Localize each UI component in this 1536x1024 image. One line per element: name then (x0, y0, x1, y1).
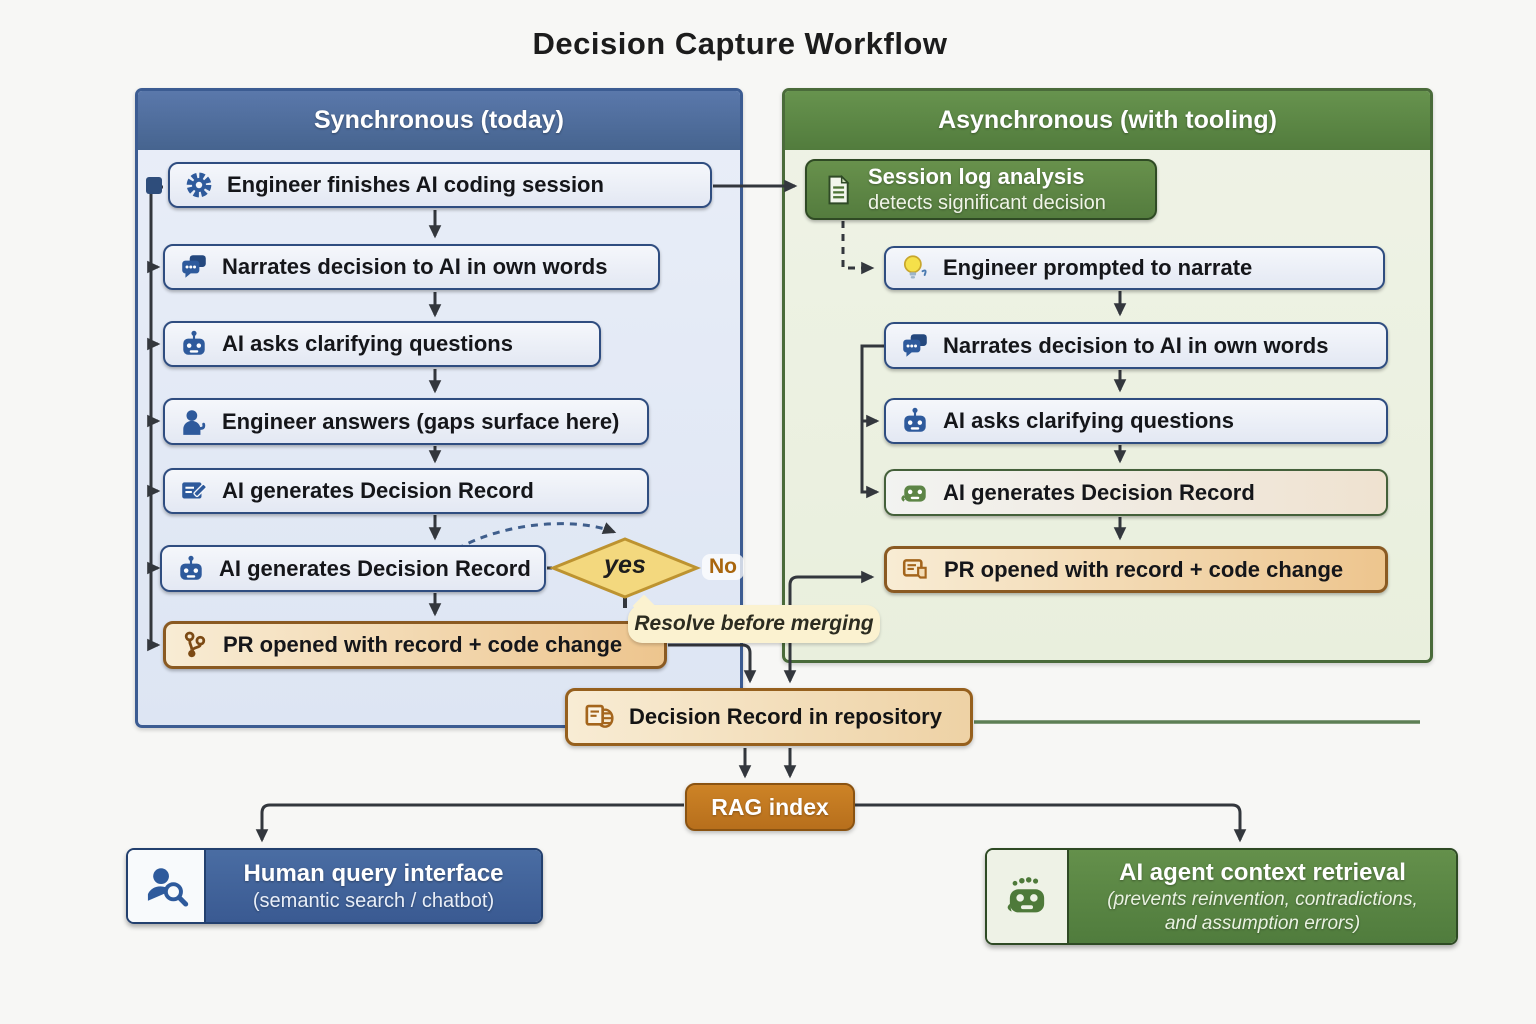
agent-text-cell: AI agent context retrieval (prevents rei… (1069, 850, 1456, 943)
sync-step-narrate: Narrates decision to AI in own words (163, 244, 660, 290)
sync-step-answers: Engineer answers (gaps surface here) (163, 398, 649, 445)
async-step-generate-record: AI generates Decision Record (884, 469, 1388, 516)
resolve-note-text: Resolve before merging (634, 612, 874, 635)
step-label: AI generates Decision Record (943, 479, 1255, 505)
record-to-diamond-dashed (456, 522, 617, 551)
synchronous-panel-header: Synchronous (today) (138, 91, 740, 150)
robot-green-icon (901, 485, 926, 502)
robot-icon (183, 330, 205, 355)
asynchronous-panel-header: Asynchronous (with tooling) (785, 91, 1430, 150)
repository-label: Decision Record in repository (629, 704, 942, 729)
agent-icon-cell (987, 850, 1069, 943)
step-label: AI generates Decision Record (219, 555, 531, 581)
step-label: Engineer finishes AI coding session (227, 172, 604, 197)
decision-no-label: No (702, 554, 744, 580)
document-icon (828, 174, 850, 204)
sync-step-finish-session: Engineer finishes AI coding session (168, 162, 712, 208)
sync-pr-to-repo (668, 643, 757, 684)
sync-step-generate-record-2: AI generates Decision Record (160, 545, 546, 592)
step-label: Engineer prompted to narrate (943, 255, 1253, 280)
step-label: Narrates decision to AI in own words (222, 254, 608, 279)
gear-icon (186, 172, 212, 198)
async-step-pr-opened: PR opened with record + code change (884, 546, 1388, 593)
step-label: Session log analysis (868, 164, 1085, 190)
human-query-label: Human query interface (243, 859, 504, 887)
git-branch-icon (184, 631, 206, 658)
agent-retrieval-sublabel-2: and assumption errors) (1164, 912, 1361, 934)
human-query-box: Human query interface (semantic search /… (126, 848, 543, 924)
robot-icon (904, 407, 926, 432)
agent-retrieval-label: AI agent context retrieval (1119, 858, 1406, 886)
agent-retrieval-box: AI agent context retrieval (prevents rei… (985, 848, 1458, 945)
split-to-async-pr (788, 570, 875, 681)
human-icon-cell (128, 850, 206, 922)
repository-docs-icon (585, 704, 614, 728)
rag-index-box: RAG index (685, 783, 855, 831)
chat-icon (182, 255, 206, 278)
rag-to-human (255, 803, 684, 843)
human-query-sublabel: (semantic search / chatbot) (252, 889, 495, 912)
async-step-prompted: Engineer prompted to narrate (884, 246, 1385, 290)
async-step-narrate: Narrates decision to AI in own words (884, 322, 1388, 369)
lightbulb-icon (903, 255, 927, 279)
repository-box: Decision Record in repository (565, 688, 973, 746)
agent-retrieval-sublabel-1: (prevents reinvention, contradictions, (1107, 888, 1418, 910)
page-title: Decision Capture Workflow (532, 26, 948, 61)
decision-diamond (548, 537, 702, 599)
step-label: PR opened with record + code change (223, 632, 623, 657)
session-to-prompt-dashed (841, 221, 875, 275)
step-label: AI asks clarifying questions (943, 408, 1234, 433)
async-feedback-trunk (860, 344, 884, 499)
step-label: Narrates decision to AI in own words (943, 332, 1329, 358)
step-label: PR opened with record + code change (944, 556, 1344, 582)
resolve-note-bubble: Resolve before merging (628, 605, 880, 643)
loop-origin-node (146, 177, 162, 194)
human-text-cell: Human query interface (semantic search /… (206, 850, 541, 922)
chat-icon (903, 333, 927, 357)
step-label: AI asks clarifying questions (222, 331, 513, 356)
step-label: Engineer answers (gaps surface here) (222, 408, 620, 434)
sync-step-generate-record: AI generates Decision Record (163, 468, 649, 514)
async-step-clarify: AI asks clarifying questions (884, 398, 1388, 444)
robot-icon (180, 555, 202, 580)
rag-to-agent (852, 803, 1247, 843)
sync-step-pr-opened: PR opened with record + code change (163, 621, 667, 669)
async-step-session-log: Session log analysis detects significant… (805, 159, 1157, 220)
step-label: AI generates Decision Record (222, 478, 534, 503)
agent-robot-icon (1007, 876, 1045, 912)
step-sublabel: detects significant decision (868, 191, 1106, 214)
sync-step-clarify: AI asks clarifying questions (163, 321, 601, 367)
pr-document-icon (902, 558, 927, 579)
person-search-icon (147, 868, 189, 907)
rag-index-label: RAG index (711, 793, 829, 820)
decision-yes-label: yes (604, 551, 646, 579)
document-edit-icon (182, 482, 207, 499)
person-icon (183, 409, 206, 435)
